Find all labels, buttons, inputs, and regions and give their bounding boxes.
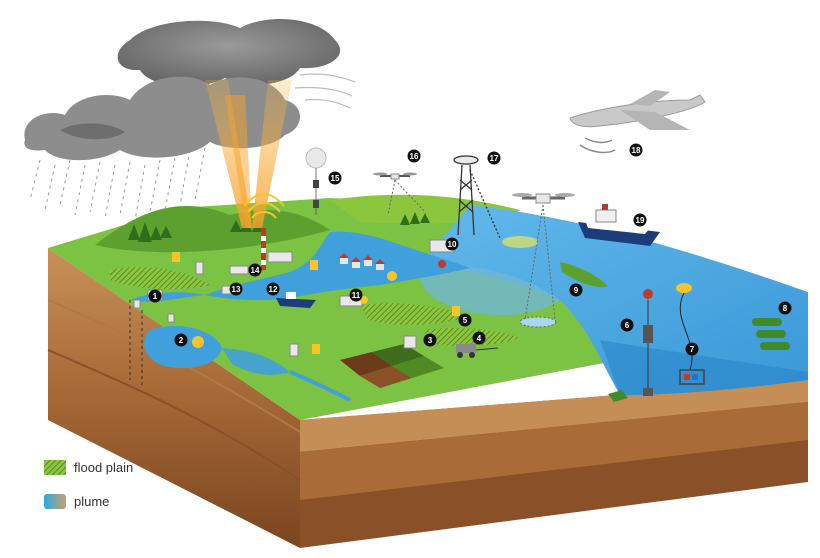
marker-18: 18 <box>629 143 643 157</box>
marker-17: 17 <box>487 151 501 165</box>
marker-19: 19 <box>633 213 647 227</box>
survey-vehicle <box>456 344 499 358</box>
marker-1: 1 <box>148 289 162 303</box>
radar-beams <box>205 80 292 228</box>
town <box>339 253 385 270</box>
drone-small <box>373 172 426 216</box>
marker-label: 11 <box>352 291 361 300</box>
underwater-glider <box>560 262 608 288</box>
marker-4: 4 <box>472 331 486 345</box>
hill <box>95 206 330 253</box>
rain <box>29 147 206 221</box>
marker-circle <box>620 318 634 332</box>
marker-circle <box>266 282 280 296</box>
marker-label: 13 <box>232 285 241 294</box>
aircraft <box>569 90 706 154</box>
storm-clouds <box>24 18 356 221</box>
marker-2: 2 <box>174 333 188 347</box>
marker-label: 12 <box>269 285 278 294</box>
marker-circle <box>423 333 437 347</box>
flood-plain <box>110 267 520 347</box>
marker-circle <box>174 333 188 347</box>
marker-label: 5 <box>463 316 468 325</box>
marker-label: 8 <box>783 304 788 313</box>
lake <box>144 326 222 369</box>
small-boat <box>276 292 316 308</box>
marker-3: 3 <box>423 333 437 347</box>
legend-label-flood-plain: flood plain <box>74 460 134 475</box>
marker-7: 7 <box>685 342 699 356</box>
soil-front-face <box>48 248 300 548</box>
research-vessel <box>578 204 660 246</box>
marker-circle <box>248 263 262 277</box>
marker-circle <box>349 288 363 302</box>
marker-label: 1 <box>153 292 158 301</box>
marker-label: 10 <box>448 240 457 249</box>
legend-label-plume: plume <box>74 494 110 509</box>
marker-14: 14 <box>248 263 262 277</box>
marker-10: 10 <box>445 237 459 251</box>
marker-label: 19 <box>636 216 645 225</box>
plume-swatch <box>44 494 66 509</box>
wind-lines <box>294 73 356 109</box>
marker-13: 13 <box>229 282 243 296</box>
marker-15: 15 <box>328 171 342 185</box>
crop-fields <box>340 344 444 388</box>
marker-label: 6 <box>625 321 630 330</box>
flood-plain-swatch <box>44 460 66 475</box>
legend-flood-plain: flood plain <box>44 460 133 475</box>
marker-circle <box>229 282 243 296</box>
marker-circle <box>458 313 472 327</box>
plume-area <box>419 264 560 316</box>
marker-12: 12 <box>266 282 280 296</box>
weather-balloon <box>305 147 327 215</box>
marker-11: 11 <box>349 288 363 302</box>
marker-circle <box>407 149 421 163</box>
legend-plume: plume <box>44 494 109 509</box>
marker-label: 7 <box>690 345 695 354</box>
marker-label: 14 <box>251 266 260 275</box>
marker-circle <box>629 143 643 157</box>
footprint-ellipse <box>502 236 538 248</box>
marker-circle <box>445 237 459 251</box>
marker-circle <box>633 213 647 227</box>
cloud-lower <box>24 76 300 161</box>
marker-label: 17 <box>490 154 499 163</box>
marker-circle <box>148 289 162 303</box>
marker-circle <box>472 331 486 345</box>
marker-circle <box>685 342 699 356</box>
marker-circle <box>328 171 342 185</box>
moorings <box>608 283 705 402</box>
marker-label: 18 <box>632 146 641 155</box>
sea <box>419 205 808 395</box>
marker-5: 5 <box>458 313 472 327</box>
marker-label: 2 <box>179 336 184 345</box>
marker-circle <box>778 301 792 315</box>
marker-label: 15 <box>331 174 340 183</box>
marker-16: 16 <box>407 149 421 163</box>
marker-circle <box>569 283 583 297</box>
marker-label: 16 <box>410 152 419 161</box>
marker-label: 3 <box>428 336 433 345</box>
flux-tower <box>453 155 501 239</box>
drone-footprint <box>519 316 557 328</box>
marker-label: 9 <box>574 286 579 295</box>
marker-8: 8 <box>778 301 792 315</box>
marker-9: 9 <box>569 283 583 297</box>
boreholes <box>129 300 143 385</box>
marker-label: 4 <box>477 334 482 343</box>
marker-6: 6 <box>620 318 634 332</box>
sea-surface <box>420 205 808 395</box>
cloud-upper <box>117 18 341 87</box>
seabed-sensors <box>752 318 790 350</box>
drone-large <box>512 193 575 321</box>
soil-block <box>47 248 808 548</box>
radar-tower <box>243 193 285 270</box>
marker-circle <box>487 151 501 165</box>
